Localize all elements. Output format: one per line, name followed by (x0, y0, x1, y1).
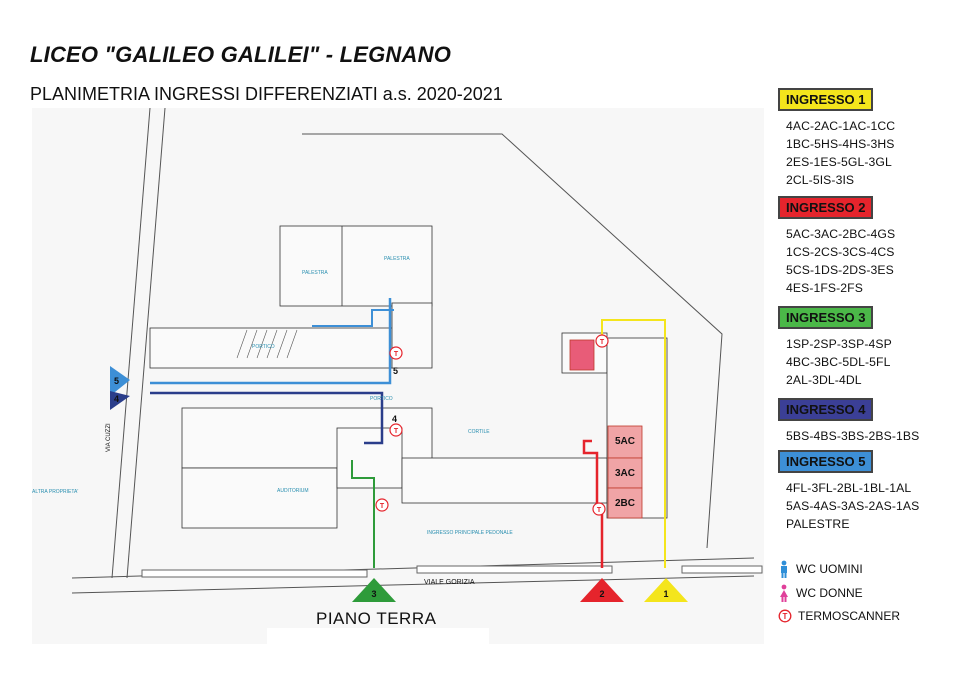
building-palestra (279, 225, 433, 307)
legend-row: 2ES-1ES-5GL-3GL (786, 155, 892, 169)
termoscanner-mark-5: T (600, 339, 605, 346)
legend-row: 5CS-1DS-2DS-3ES (786, 263, 894, 277)
floor-plan: T T T T T 5AC 3AC 2BC 5 4 PALESTRA PALES… (32, 108, 764, 644)
label-portico-2: PORTICO (370, 396, 393, 402)
entrance-marker-2 (580, 578, 624, 602)
building-portico-west (149, 327, 399, 369)
wc-women-icon (780, 584, 788, 602)
termoscanner-mark-2: T (394, 428, 399, 435)
route-ingresso-4 (150, 391, 384, 445)
route-ingresso-3 (351, 460, 375, 568)
site-boundary (302, 133, 723, 549)
route-ingresso-5 (150, 298, 392, 385)
page-title: LICEO "GALILEO GALILEI" - LEGNANO (30, 42, 452, 67)
entrance-marker-4-label: 4 (114, 394, 119, 404)
label-palestra-1: PALESTRA (302, 270, 328, 276)
legend-row: 4BC-3BC-5DL-5FL (786, 355, 891, 369)
curb-east (681, 565, 763, 574)
classroom-3ac-label: 3AC (615, 468, 635, 479)
entrance-marker-1-label: 1 (663, 589, 668, 599)
building-corridor-south (401, 457, 608, 504)
floor-label: PIANO TERRA (316, 609, 437, 628)
termoscanner-mark-3: T (380, 503, 385, 510)
label-portico-1: PORTICO (252, 344, 275, 350)
legend-badge-ingresso-2: INGRESSO 2 (778, 196, 874, 219)
legend-row: 5AS-4AS-3AS-2AS-1AS (786, 499, 920, 513)
termoscanner-icon-1 (389, 346, 403, 360)
classroom-5ac-label: 5AC (615, 436, 635, 447)
legend-row: 5AC-3AC-2BC-4GS (786, 227, 896, 241)
label-ingresso-pedonale: INGRESSO PRINCIPALE PEDONALE (427, 530, 513, 536)
west-road-line-b (126, 108, 166, 579)
termoscanner-legend-mark: T (783, 612, 788, 621)
legend-ingresso-1: INGRESSO 1 4AC-2AC-1AC-1CC 1BC-5HS-4HS-3… (778, 88, 895, 189)
legend-badge-ingresso-1: INGRESSO 1 (778, 88, 874, 111)
label-cortile: CORTILE (468, 429, 490, 435)
classroom-5ac-box (607, 425, 643, 459)
legend-row: 1BC-5HS-4HS-3HS (786, 137, 895, 151)
termoscanner-mark-4: T (597, 507, 602, 514)
curb-west (141, 569, 368, 578)
label-auditorium: AUDITORIUM (277, 488, 309, 494)
classroom-3ac-box (607, 457, 643, 489)
curb-mid (416, 565, 613, 574)
portico-hatch (236, 329, 298, 359)
legend-ingresso-3: INGRESSO 3 1SP-2SP-3SP-4SP 4BC-3BC-5DL-5… (778, 306, 892, 389)
entrance-marker-5-label: 5 (114, 376, 119, 386)
label-altra-proprieta: ALTRA PROPRIETA' (32, 489, 78, 495)
page-subtitle: PLANIMETRIA INGRESSI DIFFERENZIATI a.s. … (30, 84, 503, 104)
street-west-label: VIA CUZZI (106, 423, 112, 452)
south-road-line-b (71, 575, 755, 594)
termoscanner-mark-1: T (394, 351, 399, 358)
symbol-termoscanner: T TERMOSCANNER (778, 609, 900, 623)
termoscanner-icon-2 (389, 423, 403, 437)
route-ingresso-1 (601, 319, 666, 568)
wc-block-east (569, 339, 595, 371)
entrance-marker-1 (644, 578, 688, 602)
building-auditorium (181, 467, 338, 529)
classroom-2bc-box (607, 487, 643, 519)
wc-women-label: WC DONNE (796, 586, 863, 600)
legend-ingresso-2: INGRESSO 2 5AC-3AC-2BC-4GS 1CS-2CS-3CS-4… (778, 196, 895, 297)
legend-badge-ingresso-4: INGRESSO 4 (778, 398, 874, 421)
termoscanner-icon-4 (592, 502, 606, 516)
legend-row: 4ES-1FS-2FS (786, 281, 863, 295)
termoscanner-icon: T (778, 609, 792, 623)
route-number-5-inside: 5 (393, 366, 398, 376)
legend-row: PALESTRE (786, 517, 850, 531)
street-south-label: VIALE GORIZIA (424, 579, 475, 586)
route-number-4-inside: 4 (392, 414, 397, 424)
symbol-wc-men: WC UOMINI (778, 560, 863, 578)
floor-plan-drawing: T T T T T 5AC 3AC 2BC 5 4 PALESTRA PALES… (32, 108, 763, 644)
label-palestra-2: PALESTRA (384, 256, 410, 262)
entrance-marker-2-label: 2 (599, 589, 604, 599)
legend-badge-ingresso-5: INGRESSO 5 (778, 450, 874, 473)
floor-label-backdrop (267, 628, 489, 644)
entrance-marker-3-label: 3 (371, 589, 376, 599)
west-road-line-a (111, 108, 151, 579)
legend-row: 2AL-3DL-4DL (786, 373, 862, 387)
legend-ingresso-5: INGRESSO 5 4FL-3FL-2BL-1BL-1AL 5AS-4AS-3… (778, 450, 919, 533)
legend-row: 5BS-4BS-3BS-2BS-1BS (786, 429, 920, 443)
legend-ingresso-4: INGRESSO 4 5BS-4BS-3BS-2BS-1BS (778, 398, 919, 445)
symbol-wc-women: WC DONNE (778, 584, 863, 602)
legend-row: 4FL-3FL-2BL-1BL-1AL (786, 481, 912, 495)
wc-men-icon (781, 560, 787, 578)
entrance-marker-4 (110, 391, 130, 410)
classroom-2bc-label: 2BC (615, 498, 635, 509)
wc-men-label: WC UOMINI (796, 562, 863, 576)
legend-row: 1CS-2CS-3CS-4CS (786, 245, 895, 259)
termoscanner-icon-5 (595, 334, 609, 348)
legend-row: 1SP-2SP-3SP-4SP (786, 337, 892, 351)
route-ingresso-5-branch (312, 309, 394, 327)
termoscanner-label: TERMOSCANNER (798, 609, 901, 623)
entrance-marker-3 (352, 578, 396, 602)
legend-row: 2CL-5IS-3IS (786, 173, 855, 187)
entrance-marker-5 (110, 366, 130, 396)
legend-row: 4AC-2AC-1AC-1CC (786, 119, 896, 133)
legend-badge-ingresso-3: INGRESSO 3 (778, 306, 874, 329)
termoscanner-icon-3 (375, 498, 389, 512)
